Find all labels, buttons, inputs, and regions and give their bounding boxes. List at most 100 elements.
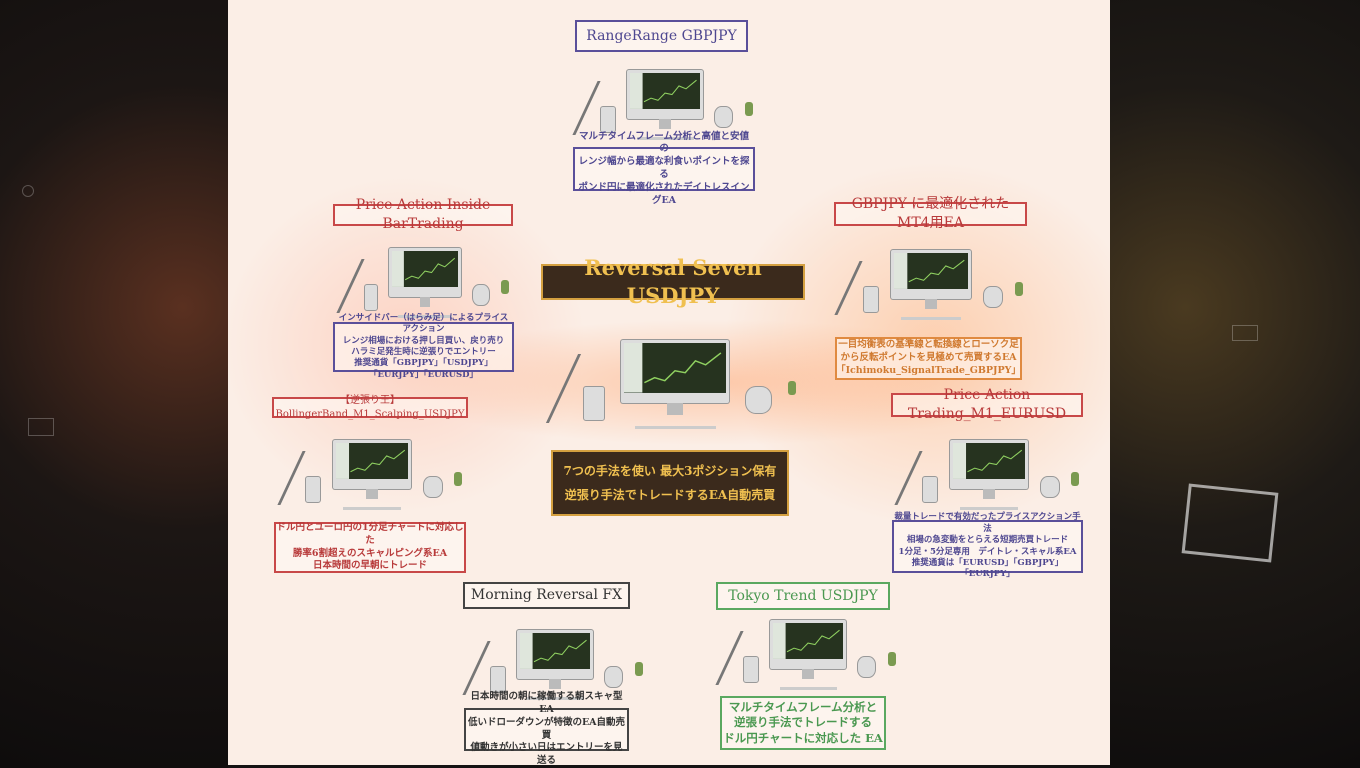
monitor-stand <box>659 118 671 130</box>
ea-title: 【逆張り王】BollingerBand_M1_Scalping_USDJPY <box>272 395 468 420</box>
plant-icon <box>788 381 797 396</box>
decor-circle <box>22 185 34 197</box>
keyboard-icon <box>779 686 837 690</box>
plant-icon <box>1071 472 1080 487</box>
desc-line: 日本時間の早朝にトレード <box>312 560 427 572</box>
monitor-stand <box>925 298 937 310</box>
plant-icon <box>634 662 643 677</box>
ea-illustration <box>274 440 470 512</box>
desc-line: ポンド円に最適化されたデイトレスイングEA <box>578 181 750 206</box>
ea-illustration <box>891 440 1087 512</box>
books-icon <box>863 286 879 314</box>
keyboard-icon <box>959 506 1019 510</box>
desc-line: ハラミ足発生時に逆張りでエントリー <box>351 347 496 357</box>
center-title: Reversal Seven USDJPY <box>541 255 805 308</box>
ea-description: インサイドバー（はらみ足）によるプライスアクションレンジ相場における押し目買い、… <box>333 313 514 380</box>
desc-line: 1分足・5分足専用 デイトレ・スキャル系EA <box>898 546 1077 557</box>
monitor-icon <box>517 630 593 679</box>
monitor-stand <box>666 402 684 416</box>
desc-line: レンジ幅から最適な利食いポイントを探る <box>578 156 750 180</box>
keyboard-icon <box>342 506 402 510</box>
desk-lamp-icon <box>277 450 306 505</box>
desk-lamp-icon <box>572 80 601 135</box>
desk-lamp-icon <box>894 450 923 505</box>
ea-title: RangeRange GBPJPY <box>575 20 748 52</box>
decor-rect <box>1232 325 1258 341</box>
desc-line: インサイドバー（はらみ足）によるプライスアクション <box>338 312 509 335</box>
desc-line: 相場の急変動をとらえる短期売買トレード <box>906 535 1069 546</box>
books-icon <box>743 656 759 684</box>
desk-lamp-icon <box>834 260 863 315</box>
desc-line: 勝率6割超えのスキャルピング系EA <box>292 547 448 559</box>
desc-line: 推奨通貨「GBPJPY」「USDJPY」「EURJPY」「EURUSD」 <box>354 358 493 380</box>
right-background <box>1110 0 1360 768</box>
monitor-icon <box>621 340 729 403</box>
plant-icon <box>454 472 463 487</box>
ea-description: 裁量トレードで有効だったプライスアクション手法相場の急変動をとらえる短期売買トレ… <box>892 512 1083 579</box>
plant-icon <box>1015 282 1023 297</box>
teapot-icon <box>422 476 443 498</box>
ea-description: マルチタイムフレーム分析と逆張り手法でトレードするドル円チャートに対応した EA <box>720 696 886 750</box>
ea-title: Price Action Trading_M1_EURUSD <box>891 387 1083 422</box>
desc-line: 逆張り手法でトレードするEA自動売買 <box>564 488 776 502</box>
books-icon <box>583 386 605 421</box>
desk-lamp-icon <box>462 640 491 695</box>
desc-line: マルチタイムフレーム分析と高値と安値の <box>579 130 749 155</box>
desc-line: 値動きが小さい日はエントリーを見送る <box>470 742 623 767</box>
books-icon <box>600 106 616 134</box>
keyboard-icon <box>526 696 584 700</box>
plant-icon <box>744 102 753 117</box>
ea-title: Morning Reversal FX <box>463 582 630 609</box>
desk-lamp-icon <box>715 630 744 685</box>
monitor-icon <box>389 248 461 297</box>
plant-icon <box>887 652 896 667</box>
desc-line: 一目均衡表の基準線と転換線とローソク足 <box>838 339 1019 351</box>
monitor-stand <box>802 668 814 680</box>
teapot-icon <box>471 284 490 306</box>
desk-lamp-icon <box>545 353 581 423</box>
monitor-stand <box>983 488 995 500</box>
desc-line: 裁量トレードで有効だったプライスアクション手法 <box>894 512 1081 534</box>
books-icon <box>305 476 322 504</box>
center-description: 7つの手法を使い 最大3ポジション保有 逆張り手法でトレードするEA自動売買 <box>551 450 789 516</box>
books-icon <box>922 476 939 504</box>
ea-illustration <box>713 620 903 692</box>
keyboard-icon <box>398 314 452 318</box>
ea-description: 一目均衡表の基準線と転換線とローソク足から反転ポイントを見極めて売買するEA「I… <box>835 337 1022 380</box>
monitor-icon <box>949 440 1029 489</box>
desc-line: 逆張り手法でトレードする <box>734 715 872 730</box>
monitor-stand <box>419 296 431 308</box>
desc-line: 「Ichimoku_SignalTrade_GBPJPY」 <box>836 364 1021 376</box>
desc-line: から反転ポイントを見極めて売買するEA <box>840 352 1017 364</box>
keyboard-icon <box>901 316 961 320</box>
infographic: Reversal Seven USDJPY 7つの手法を使い 最大3ポジション保… <box>228 0 1110 766</box>
desc-line: ドル円チャートに対応した EA <box>723 730 883 745</box>
decor-frame <box>1181 483 1279 563</box>
books-icon <box>363 284 379 312</box>
desc-line: 推奨通貨は「EURUSD」「GBPJPY」「EURJPY」 <box>911 557 1064 580</box>
ea-title: Tokyo Trend USDJPY <box>716 582 890 610</box>
keyboard-icon <box>634 425 716 429</box>
ea-description: マルチタイムフレーム分析と高値と安値のレンジ幅から最適な利食いポイントを探るポン… <box>573 131 755 206</box>
desc-line: 日本時間の朝に稼働する朝スキャ型EA <box>470 691 623 715</box>
desc-line: 7つの手法を使い 最大3ポジション保有 <box>563 463 777 478</box>
center-illustration <box>540 340 810 432</box>
monitor-icon <box>627 70 703 119</box>
decor-rect <box>28 418 54 436</box>
monitor-stand <box>549 678 561 690</box>
ea-illustration <box>570 70 760 142</box>
monitor-icon <box>332 440 412 489</box>
desc-line: マルチタイムフレーム分析と <box>728 699 878 714</box>
ea-illustration <box>831 250 1031 322</box>
ea-illustration <box>335 248 515 320</box>
left-background <box>0 0 228 768</box>
monitor-icon <box>770 620 846 669</box>
desc-line: レンジ相場における押し目買い、戻り売り <box>342 335 505 346</box>
teapot-icon <box>983 286 1003 308</box>
monitor-stand <box>366 488 378 500</box>
monitor-icon <box>891 250 971 299</box>
keyboard-icon <box>636 136 694 140</box>
desc-line: 低いドローダウンが特徴のEA自動売買 <box>467 716 626 741</box>
